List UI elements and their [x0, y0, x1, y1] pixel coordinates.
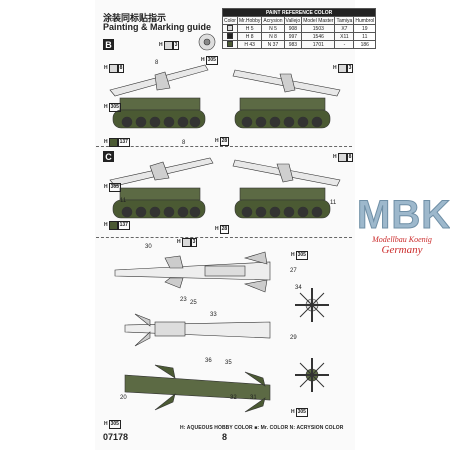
page-number: 8: [222, 432, 228, 442]
callout-number: 8: [155, 60, 159, 66]
callout-number: 31: [250, 395, 257, 401]
callout-number: 23: [180, 297, 187, 303]
missile-side-2: [124, 313, 271, 347]
color-legend: H: AQUEOUS HOBBY COLOR ■: Mr. COLOR N: A…: [180, 425, 344, 431]
vehicle-line-art: [109, 33, 341, 413]
paint-swatch: [226, 41, 233, 48]
paint-reference-table: PAINT REFERENCE COLOR Color Mr.Hobby Acr…: [221, 8, 377, 49]
missile-side-1: [114, 251, 271, 293]
section-divider: [96, 146, 352, 147]
callout-number: 34: [295, 285, 302, 291]
logo-brand: MBK: [357, 193, 450, 237]
missile-front-view-2: [295, 358, 329, 392]
title-chinese: 涂装同标贴指示: [103, 14, 167, 24]
logo-subtitle: Modellbau Koenig: [372, 235, 432, 244]
paint-row: H 43 N 37 983 1701 - 186: [222, 40, 377, 49]
section-divider: [96, 237, 352, 238]
title-english: Painting & Marking guide: [103, 22, 212, 32]
vehicle-left-c: [109, 157, 214, 219]
section-b-marker: B: [103, 39, 114, 50]
callout-number: 27: [290, 268, 297, 274]
callout-number: 32: [230, 395, 237, 401]
launcher-top-detail: [198, 33, 216, 51]
callout-number: 11: [120, 198, 127, 204]
callout-number: 36: [205, 358, 212, 364]
vehicle-right-b: [232, 69, 341, 129]
section-c-marker: C: [103, 151, 114, 162]
callout-number: 20: [120, 395, 127, 401]
logo-country: Germany: [381, 244, 423, 256]
callout-number: 25: [190, 300, 197, 306]
callout-number: 35: [225, 360, 232, 366]
vehicle-left-b: [109, 64, 209, 129]
vehicle-right-c: [232, 159, 341, 219]
kit-code: 07178: [103, 432, 129, 442]
callout-number: 8: [182, 140, 186, 146]
callout-number: 29: [290, 335, 297, 341]
mbk-logo: MBK Modellbau Koenig Germany: [357, 193, 450, 257]
paint-row: H 8 N 8 997 1546 X11 11: [222, 32, 377, 41]
missile-side-3: [124, 364, 271, 413]
callout-number: 30: [145, 244, 152, 250]
callout-number: 11: [330, 200, 337, 206]
paint-swatch: [226, 25, 233, 32]
paint-table-title: PAINT REFERENCE COLOR: [221, 8, 377, 17]
missile-front-view-1: [295, 288, 329, 322]
callout-number: 33: [210, 312, 217, 318]
paint-swatch: [226, 33, 233, 40]
paint-table-header: Color Mr.Hobby Acrysion Vallejo Model Ma…: [222, 16, 377, 25]
